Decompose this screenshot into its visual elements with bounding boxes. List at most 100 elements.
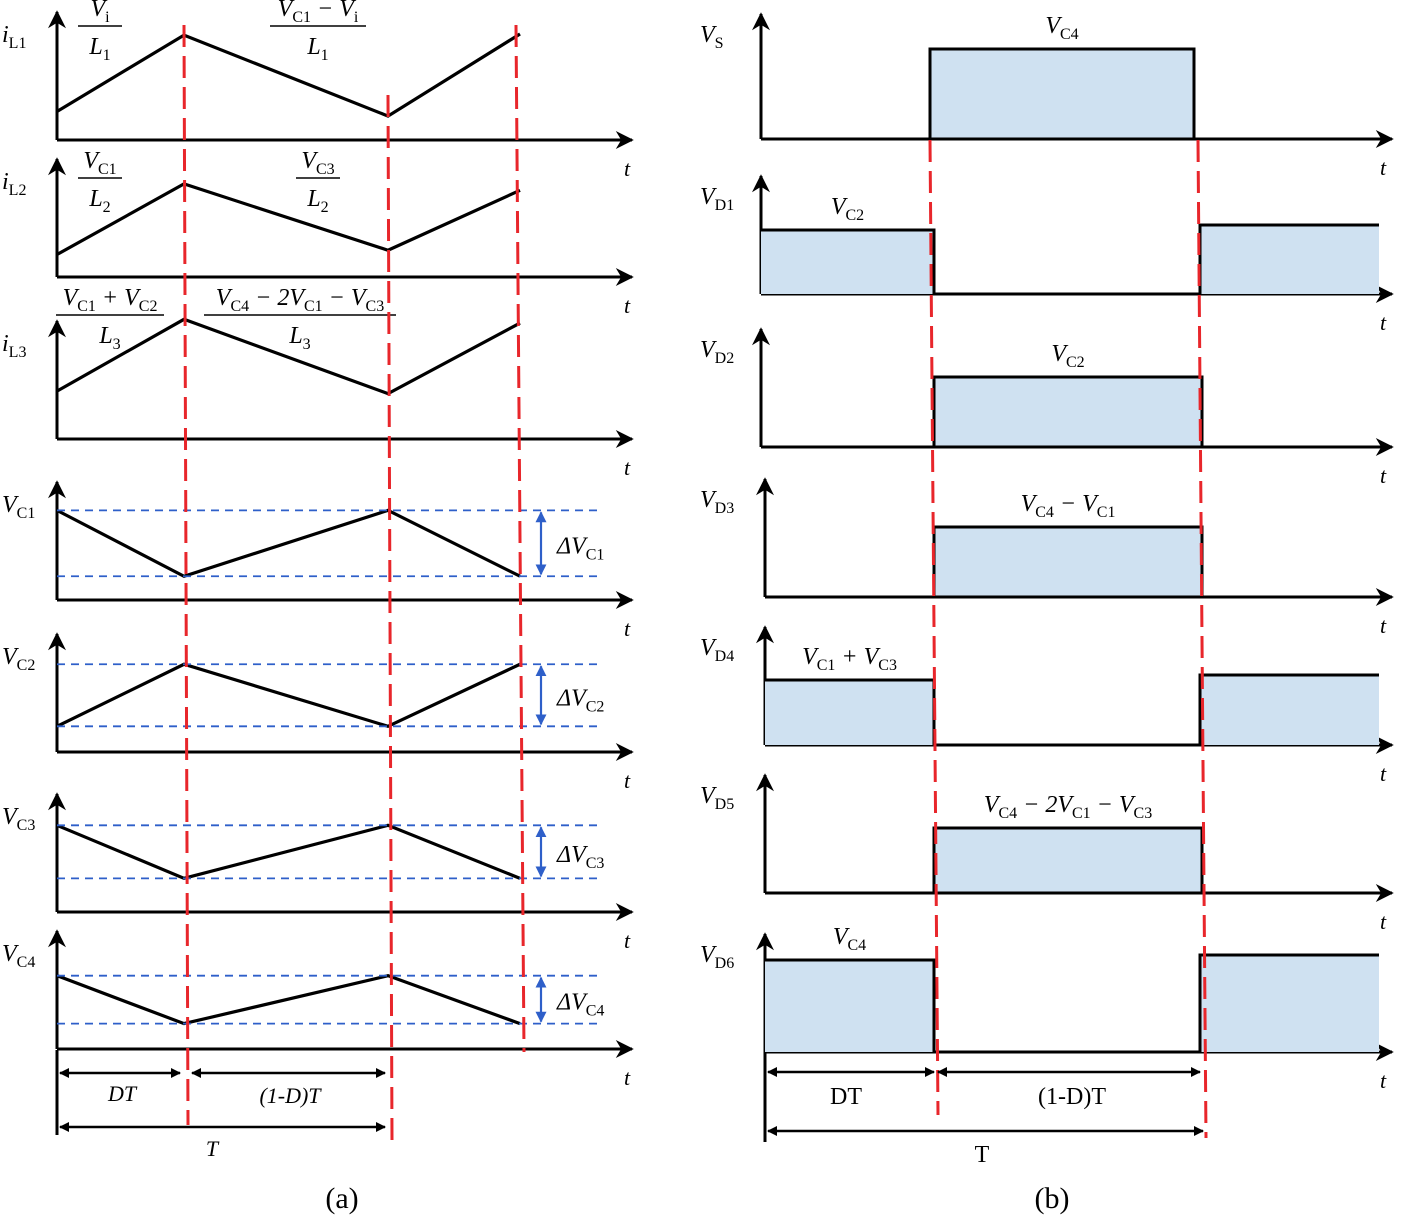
pulse-level-vd6-part: C4	[848, 937, 867, 954]
time-label: t	[624, 293, 631, 318]
trace-il2	[56, 182, 521, 256]
trace-vc1	[56, 508, 521, 578]
time-label: t	[1380, 761, 1387, 786]
pulse-vd3	[932, 525, 1204, 599]
slope-down-il3-denominator-part: 3	[303, 336, 311, 353]
axis-label-vd4: VD4	[700, 635, 734, 665]
ripple-label-vc4-part: ΔV	[556, 990, 588, 1016]
ripple-label-vc1-part: ΔV	[556, 533, 588, 559]
time-label: t	[624, 455, 631, 480]
axis-label-vd3: VD3	[700, 487, 734, 517]
time-label: t	[1380, 613, 1387, 638]
axis-label-vd1-part: V	[700, 184, 717, 210]
pulse-level-vd3: VC4 − VC1	[1021, 491, 1116, 521]
pulse-level-vd5-part: C1	[1072, 805, 1091, 822]
pulse-level-vd2: VC2	[1051, 341, 1084, 371]
slope-up-il3-numerator-part: + V	[96, 285, 141, 311]
time-label: t	[624, 768, 631, 793]
axis-label-vc2-part: C2	[17, 657, 36, 674]
time-label: t	[624, 1065, 631, 1090]
slope-down-il1-denominator: L1	[306, 34, 328, 64]
switching-instant-line	[514, 24, 526, 1053]
axis-label-vc2: VC2	[2, 644, 35, 674]
slope-down-il3-numerator-part: V	[216, 285, 233, 311]
switching-instant-line	[386, 94, 394, 1141]
pulse-level-vs-part: C4	[1060, 26, 1079, 43]
slope-down-il2-denominator-part: 2	[321, 199, 329, 216]
slope-up-il3-denominator-part: 3	[113, 336, 121, 353]
pulse-level-vd4: VC1 + VC3	[802, 644, 897, 674]
pulse-level-vd5-part: C3	[1134, 805, 1153, 822]
pulse-level-vd3-part: V	[1021, 491, 1038, 517]
pulse-level-vd4-part: C1	[817, 657, 836, 674]
slope-down-il3-denominator: L3	[288, 323, 310, 353]
axis-label-vd6-part: V	[700, 942, 717, 968]
pulse-vd4-b	[1200, 675, 1379, 745]
slope-down-il3-numerator-part: − V	[323, 285, 368, 311]
ripple-label-vc3-part: C3	[586, 855, 605, 872]
time-label: t	[624, 156, 631, 181]
pulse-level-vd6: VC4	[833, 924, 866, 954]
axis-label-il3-part: i	[2, 331, 9, 357]
slope-down-il3-numerator-part: − 2V	[249, 285, 306, 311]
axis-label-vc4: VC4	[2, 941, 35, 971]
pulse-vd4-a	[765, 680, 934, 745]
pulse-edge-vd1-a	[761, 228, 936, 294]
pulse-level-vs: VC4	[1045, 13, 1078, 43]
slope-up-il3-denominator: L3	[98, 323, 120, 353]
pulse-edge-vd6-a	[765, 958, 936, 1052]
pulse-vd2	[932, 375, 1204, 449]
ripple-label-vc3-part: ΔV	[556, 842, 588, 868]
ripple-label-vc2: ΔVC2	[556, 685, 604, 715]
time-label: t	[1380, 155, 1387, 180]
slope-down-il1-denominator-part: L	[306, 34, 320, 60]
pulse-vd6-b	[1200, 955, 1379, 1052]
ripple-label-vc1-part: C1	[586, 546, 605, 563]
trace-vc3	[56, 823, 521, 881]
pulse-level-vd1: VC2	[831, 194, 864, 224]
axis-label-vs-part: S	[715, 35, 724, 52]
pulse-level-vd1-part: V	[831, 194, 848, 220]
axis-label-vc4-part: C4	[17, 954, 36, 971]
pulse-level-vd2-part: C2	[1066, 354, 1085, 371]
pulse-level-vd5-part: C4	[998, 805, 1017, 822]
pulse-vd1-a	[761, 230, 934, 294]
ripple-label-vc3: ΔVC3	[556, 842, 604, 872]
slope-down-il3-numerator: VC4 − 2VC1 − VC3	[216, 285, 384, 315]
slope-up-il3-numerator-part: C2	[139, 298, 158, 315]
span-dt-label: DT	[830, 1084, 862, 1110]
axis-label-vc3: VC3	[2, 804, 35, 834]
pulse-level-vd3-part: − V	[1054, 491, 1099, 517]
axis-label-vc1: VC1	[2, 492, 35, 522]
switching-instant-line	[928, 139, 940, 1116]
time-label: t	[1380, 463, 1387, 488]
axis-label-il2-part: i	[2, 169, 9, 195]
pulse-level-vd4-part: V	[802, 644, 819, 670]
pulse-level-vd2-part: V	[1051, 341, 1068, 367]
slope-up-il1-numerator: Vi	[90, 0, 110, 26]
span-1-d-t-label: (1-D)T	[1038, 1084, 1106, 1110]
slope-up-il1-denominator: L1	[88, 34, 110, 64]
axis-label-vd1: VD1	[700, 184, 734, 214]
axis-label-vd5: VD5	[700, 783, 734, 813]
slope-up-il2-numerator-part: V	[83, 148, 100, 174]
switching-instant-line	[1196, 139, 1208, 1139]
slope-up-il2-denominator-part: 2	[103, 199, 111, 216]
pulse-vd5	[932, 826, 1204, 895]
slope-up-il2-numerator: VC1	[83, 148, 116, 178]
axis-label-vc3-part: C3	[17, 817, 36, 834]
pulse-vs	[928, 47, 1196, 141]
slope-down-il1-numerator-part: V	[278, 0, 295, 22]
time-label: t	[624, 928, 631, 953]
axis-label-vd4-part: D4	[715, 648, 735, 665]
slope-down-il3-numerator-part: C4	[230, 298, 249, 315]
slope-up-il2-numerator-part: C1	[98, 161, 117, 178]
time-label: t	[1380, 310, 1387, 335]
slope-down-il3-denominator-part: L	[288, 323, 302, 349]
axis-label-il3-part: L3	[9, 344, 27, 361]
slope-up-il3-numerator-part: C1	[77, 298, 96, 315]
slope-up-il2-denominator: L2	[88, 186, 110, 216]
pulse-level-vd3-part: C1	[1097, 504, 1116, 521]
slope-down-il2-numerator: VC3	[301, 148, 334, 178]
